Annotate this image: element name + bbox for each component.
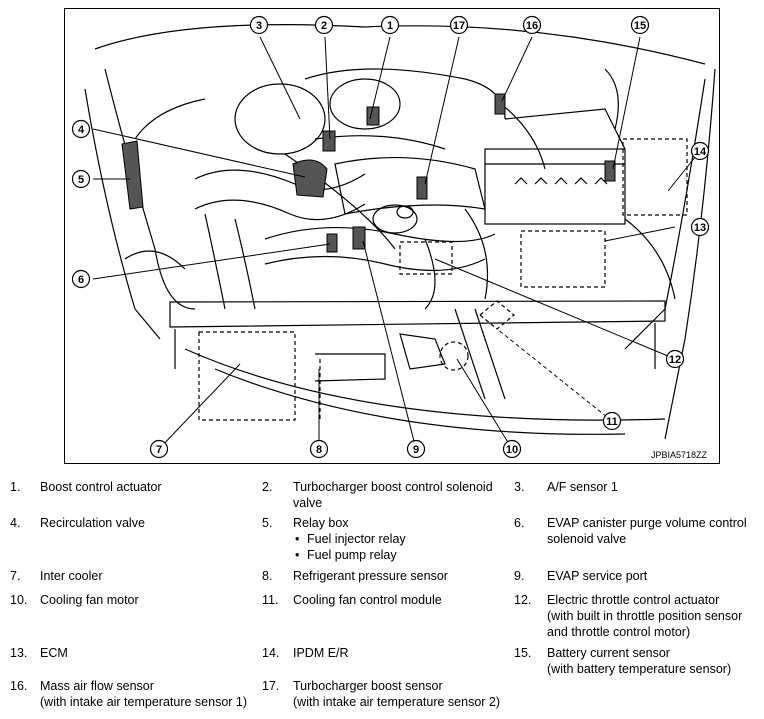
callout-number: 11 [606, 416, 618, 428]
legend-line: (with intake air temperature sensor 2) [293, 695, 501, 709]
callout-11: 11 [602, 411, 622, 431]
callout-2: 2 [314, 15, 334, 35]
legend-line: EVAP service port [547, 569, 648, 583]
legend-number: 2. [262, 480, 273, 494]
legend-item-16: Mass air flow sensor (with intake air tem… [40, 678, 247, 710]
legend-item-11: Cooling fan control module [293, 592, 442, 608]
callout-1: 1 [380, 15, 400, 35]
callout-12: 12 [665, 349, 685, 369]
legend-line: solenoid valve [547, 532, 627, 546]
callout-10: 10 [502, 439, 522, 459]
callout-5: 5 [71, 169, 91, 189]
legend-number: 12. [514, 593, 532, 607]
callout-9: 9 [406, 439, 426, 459]
callout-17: 17 [449, 15, 469, 35]
legend-item-6: EVAP canister purge volume control soleno… [547, 515, 747, 547]
legend-item-10: Cooling fan motor [40, 592, 139, 608]
legend-number: 11. [262, 593, 279, 607]
legend-line: (with built in throttle position sensor [547, 609, 743, 623]
legend-line: and throttle control motor) [547, 625, 691, 639]
legend-item-1: Boost control actuator [40, 479, 162, 495]
callout-15: 15 [630, 15, 650, 35]
legend-number: 16. [10, 679, 28, 693]
legend-line: ECM [40, 646, 68, 660]
callout-number: 14 [694, 146, 707, 158]
legend-line: Cooling fan motor [40, 593, 139, 607]
callout-number: 16 [526, 20, 538, 32]
callout-14: 14 [690, 141, 710, 161]
legend-line: (with battery temperature sensor) [547, 662, 732, 676]
callout-7: 7 [149, 439, 169, 459]
legend-line: Mass air flow sensor [40, 679, 154, 693]
legend-number: 7. [10, 569, 21, 583]
callout-number: 6 [78, 274, 84, 286]
legend-line: Electric throttle control actuator [547, 593, 720, 607]
legend-item-5: Relay boxFuel injector relayFuel pump re… [293, 515, 406, 563]
figure-code: JPBIA5718ZZ [651, 450, 708, 460]
callout-13: 13 [690, 217, 710, 237]
legend-line: EVAP canister purge volume control [547, 516, 747, 530]
legend-line: valve [293, 496, 323, 510]
legend-line: Turbocharger boost control solenoid [293, 480, 493, 494]
legend-number: 15. [514, 646, 532, 660]
callout-number: 4 [78, 124, 85, 136]
callout-number: 9 [413, 444, 419, 456]
legend-line: Boost control actuator [40, 480, 162, 494]
legend-line: Battery current sensor [547, 646, 670, 660]
callout-number: 10 [506, 444, 518, 456]
legend-line: Refrigerant pressure sensor [293, 569, 448, 583]
legend-number: 1. [10, 480, 21, 494]
callout-8: 8 [309, 439, 329, 459]
callout-number: 2 [321, 20, 327, 32]
legend-item-7: Inter cooler [40, 568, 103, 584]
legend-line: Turbocharger boost sensor [293, 679, 443, 693]
legend-line: Inter cooler [40, 569, 103, 583]
legend-number: 17. [262, 679, 280, 693]
legend-item-3: A/F sensor 1 [547, 479, 618, 495]
callout-number: 8 [316, 444, 322, 456]
callout-number: 12 [669, 354, 681, 366]
callout-3: 3 [249, 15, 269, 35]
callout-4: 4 [71, 119, 91, 139]
legend-number: 9. [514, 569, 525, 583]
legend-item-14: IPDM E/R [293, 645, 349, 661]
legend-item-4: Recirculation valve [40, 515, 145, 531]
legend-line: (with intake air temperature sensor 1) [40, 695, 248, 709]
callout-number: 13 [694, 222, 706, 234]
legend-item-17: Turbocharger boost sensor (with intake ai… [293, 678, 500, 710]
legend-number: 6. [514, 516, 525, 530]
callout-number: 17 [453, 20, 465, 32]
legend-line: Recirculation valve [40, 516, 145, 530]
legend-bullet: Fuel pump relay [293, 547, 406, 563]
legend-item-12: Electric throttle control actuator (with … [547, 592, 742, 640]
callout-number: 1 [387, 20, 393, 32]
callout-number: 5 [78, 174, 84, 186]
legend-item-15: Battery current sensor (with battery temp… [547, 645, 731, 677]
callout-number: 15 [634, 20, 646, 32]
legend-line: Relay box [293, 516, 349, 530]
legend-bullet: Fuel injector relay [293, 531, 406, 547]
legend-number: 3. [514, 480, 525, 494]
legend-item-13: ECM [40, 645, 68, 661]
legend-number: 4. [10, 516, 21, 530]
legend-number: 13. [10, 646, 28, 660]
legend-number: 5. [262, 516, 273, 530]
legend-item-8: Refrigerant pressure sensor [293, 568, 448, 584]
legend-item-9: EVAP service port [547, 568, 647, 584]
legend-number: 14. [262, 646, 280, 660]
callout-16: 16 [522, 15, 542, 35]
legend-number: 10. [10, 593, 28, 607]
callout-6: 6 [71, 269, 91, 289]
callout-number: 3 [256, 20, 262, 32]
legend-number: 8. [262, 569, 273, 583]
legend-line: A/F sensor 1 [547, 480, 618, 494]
legend-item-2: Turbocharger boost control solenoid valve [293, 479, 493, 511]
legend-line: Cooling fan control module [293, 593, 442, 607]
legend-line: IPDM E/R [293, 646, 349, 660]
callout-number: 7 [156, 444, 162, 456]
